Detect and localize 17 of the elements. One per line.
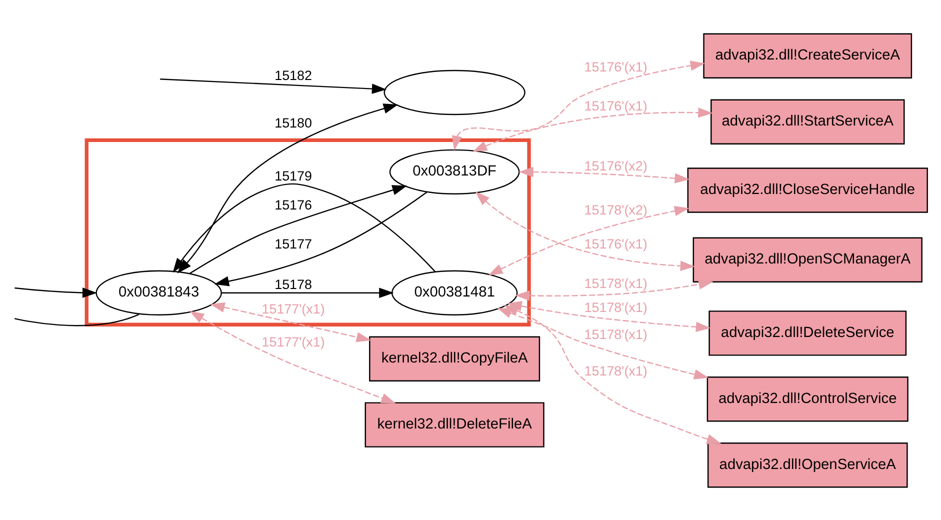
edge-label: 15178'(x1) — [584, 300, 648, 315]
edge-label: 15178'(x2) — [584, 202, 648, 217]
edge-label: 15180 — [274, 115, 312, 130]
edge-label: 15176 — [274, 197, 312, 212]
edge-label: 15177'(x1) — [262, 300, 325, 316]
edge-label: 15176'(x1) — [584, 59, 648, 74]
edge-label: 15182 — [274, 68, 312, 83]
edge-label: 15178'(x1) — [584, 363, 648, 378]
edge-label: 15176'(x2) — [584, 158, 648, 173]
edge-label: 15178'(x1) — [584, 326, 648, 342]
edge-label: 15178 — [274, 276, 312, 292]
edge-label: 15176'(x1) — [584, 236, 648, 252]
edge-label: 15177'(x1) — [262, 334, 325, 349]
edge-label: 15179 — [274, 168, 312, 183]
edge-label: 15178'(x1) — [584, 275, 648, 290]
edge-label: 15176'(x1) — [584, 98, 648, 114]
edge-label: 15177 — [274, 236, 312, 252]
